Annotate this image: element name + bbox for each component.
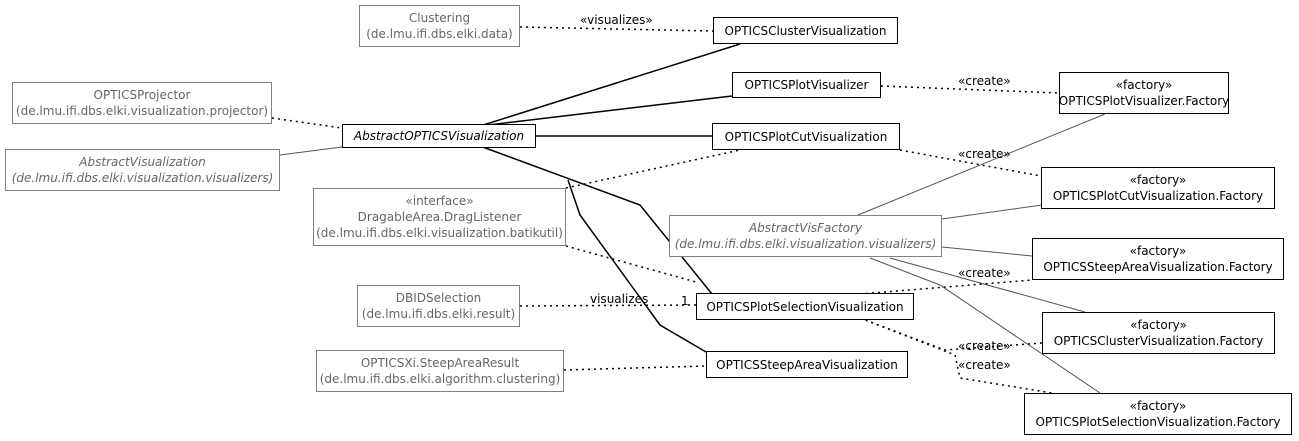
edge-factory-to-plot-selection-factory xyxy=(869,257,1101,394)
label-create-plot-visualizer: «create» xyxy=(958,74,1011,88)
class-name: AbstractVisualization xyxy=(79,155,206,169)
class-abstract-optics-visualization: AbstractOPTICSVisualization xyxy=(342,124,536,148)
class-name: OPTICSPlotVisualizer xyxy=(744,78,869,92)
edge-abstract-to-projector xyxy=(271,117,343,129)
class-name: OPTICSPlotCutVisualization.Factory xyxy=(1052,189,1264,203)
class-optics-cluster-visualization: OPTICSClusterVisualization xyxy=(713,17,898,44)
class-name: OPTICSProjector xyxy=(93,88,191,102)
edge-factory-to-plot-visualizer-factory xyxy=(857,113,1106,216)
edge-plot-cut-implements-listener xyxy=(565,149,741,189)
class-name: OPTICSXi.SteepAreaResult xyxy=(360,356,520,370)
edge-plot-selection-create-cluster xyxy=(859,317,1043,351)
class-package: (de.lmu.ifi.dbs.elki.visualization.batik… xyxy=(316,226,563,240)
edge-abstract-to-plot-visualizer xyxy=(479,95,733,127)
class-package: (de.lmu.ifi.dbs.elki.result) xyxy=(361,307,516,321)
class-name: AbstractOPTICSVisualization xyxy=(353,129,525,143)
label-visualizes-top: «visualizes» xyxy=(580,13,653,27)
edge-factory-to-steep-area-factory xyxy=(941,246,1033,257)
class-package: (de.lmu.ifi.dbs.elki.data) xyxy=(366,27,513,41)
class-clustering: Clustering (de.lmu.ifi.dbs.elki.data) xyxy=(359,5,520,47)
label-create-plot-cut: «create» xyxy=(958,147,1011,161)
edge-factory-to-plot-cut-factory xyxy=(941,204,1043,220)
edge-abstract-to-cluster-vis xyxy=(479,43,741,127)
class-name: OPTICSClusterVisualization.Factory xyxy=(1053,334,1264,348)
class-optics-plot-cut-visualization: OPTICSPlotCutVisualization xyxy=(712,123,900,150)
class-abstract-visualization: AbstractVisualization (de.lmu.ifi.dbs.el… xyxy=(5,149,280,191)
class-name: OPTICSSteepAreaVisualization.Factory xyxy=(1043,260,1273,274)
class-name: Clustering xyxy=(408,11,471,25)
class-name: AbstractVisFactory xyxy=(748,221,863,235)
class-optics-steep-area-visualization: OPTICSSteepAreaVisualization xyxy=(706,351,908,378)
edge-steep-area-to-result xyxy=(563,365,707,371)
class-name: OPTICSPlotVisualizer.Factory xyxy=(1059,94,1229,108)
stereotype: «factory» xyxy=(1129,244,1187,258)
class-package: (de.lmu.ifi.dbs.elki.visualization.visua… xyxy=(674,237,937,251)
class-optics-plot-visualizer: OPTICSPlotVisualizer xyxy=(732,72,881,98)
stereotype: «factory» xyxy=(1130,318,1187,332)
class-optics-projector: OPTICSProjector (de.lmu.ifi.dbs.elki.vis… xyxy=(12,82,272,124)
class-dbid-selection: DBIDSelection (de.lmu.ifi.dbs.elki.resul… xyxy=(357,285,520,327)
stereotype: «factory» xyxy=(1129,173,1187,187)
stereotype: «factory» xyxy=(1115,78,1173,92)
class-name: OPTICSPlotSelectionVisualization.Factory xyxy=(1035,415,1281,429)
edge-abstract-to-plot-selection xyxy=(479,145,713,295)
class-steep-area-factory: «factory» OPTICSSteepAreaVisualization.F… xyxy=(1032,238,1284,280)
edge-plot-selection-create-steep xyxy=(859,279,1033,295)
class-steep-area-result: OPTICSXi.SteepAreaResult (de.lmu.ifi.dbs… xyxy=(316,350,564,392)
class-plot-selection-factory: «factory» OPTICSPlotSelectionVisualizati… xyxy=(1024,393,1292,435)
edge-abstract-to-steep-area xyxy=(567,179,707,353)
edge-listener-to-plot-selection xyxy=(565,245,697,283)
class-name: OPTICSClusterVisualization xyxy=(724,23,887,38)
stereotype: «interface» xyxy=(405,194,474,208)
class-package: (de.lmu.ifi.dbs.elki.algorithm.clusterin… xyxy=(319,372,561,386)
class-plot-cut-factory: «factory» OPTICSPlotCutVisualization.Fac… xyxy=(1041,167,1275,209)
class-abstract-vis-factory: AbstractVisFactory (de.lmu.ifi.dbs.elki.… xyxy=(669,215,942,257)
edge-cluster-vis-visualizes-clustering xyxy=(519,26,714,32)
class-name: DBIDSelection xyxy=(395,291,482,305)
class-name: OPTICSPlotSelectionVisualization xyxy=(706,299,904,314)
label-multiplicity: 1 xyxy=(681,294,689,308)
class-package: (de.lmu.ifi.dbs.elki.visualization.proje… xyxy=(15,104,269,118)
label-visualizes-selection: visualizes xyxy=(590,292,649,306)
class-name: OPTICSSteepAreaVisualization xyxy=(716,357,898,372)
edge-factory-to-cluster-factory xyxy=(889,257,1086,313)
class-plot-visualizer-factory: «factory» OPTICSPlotVisualizer.Factory xyxy=(1059,72,1229,114)
label-create-cluster: «create» xyxy=(958,339,1011,353)
class-optics-plot-selection-visualization: OPTICSPlotSelectionVisualization xyxy=(696,293,914,320)
label-create-steep-area: «create» xyxy=(958,266,1011,280)
stereotype: «factory» xyxy=(1129,399,1187,413)
class-name: DragableArea.DragListener xyxy=(357,210,522,224)
label-create-plot-selection: «create» xyxy=(958,358,1011,372)
class-name: OPTICSPlotCutVisualization xyxy=(724,129,888,144)
class-package: (de.lmu.ifi.dbs.elki.visualization.visua… xyxy=(11,171,274,185)
edge-abstract-vis-to-abstract-optics xyxy=(279,146,343,156)
interface-drag-listener: «interface» DragableArea.DragListener (d… xyxy=(313,188,566,246)
class-cluster-factory: «factory» OPTICSClusterVisualization.Fac… xyxy=(1042,312,1275,354)
